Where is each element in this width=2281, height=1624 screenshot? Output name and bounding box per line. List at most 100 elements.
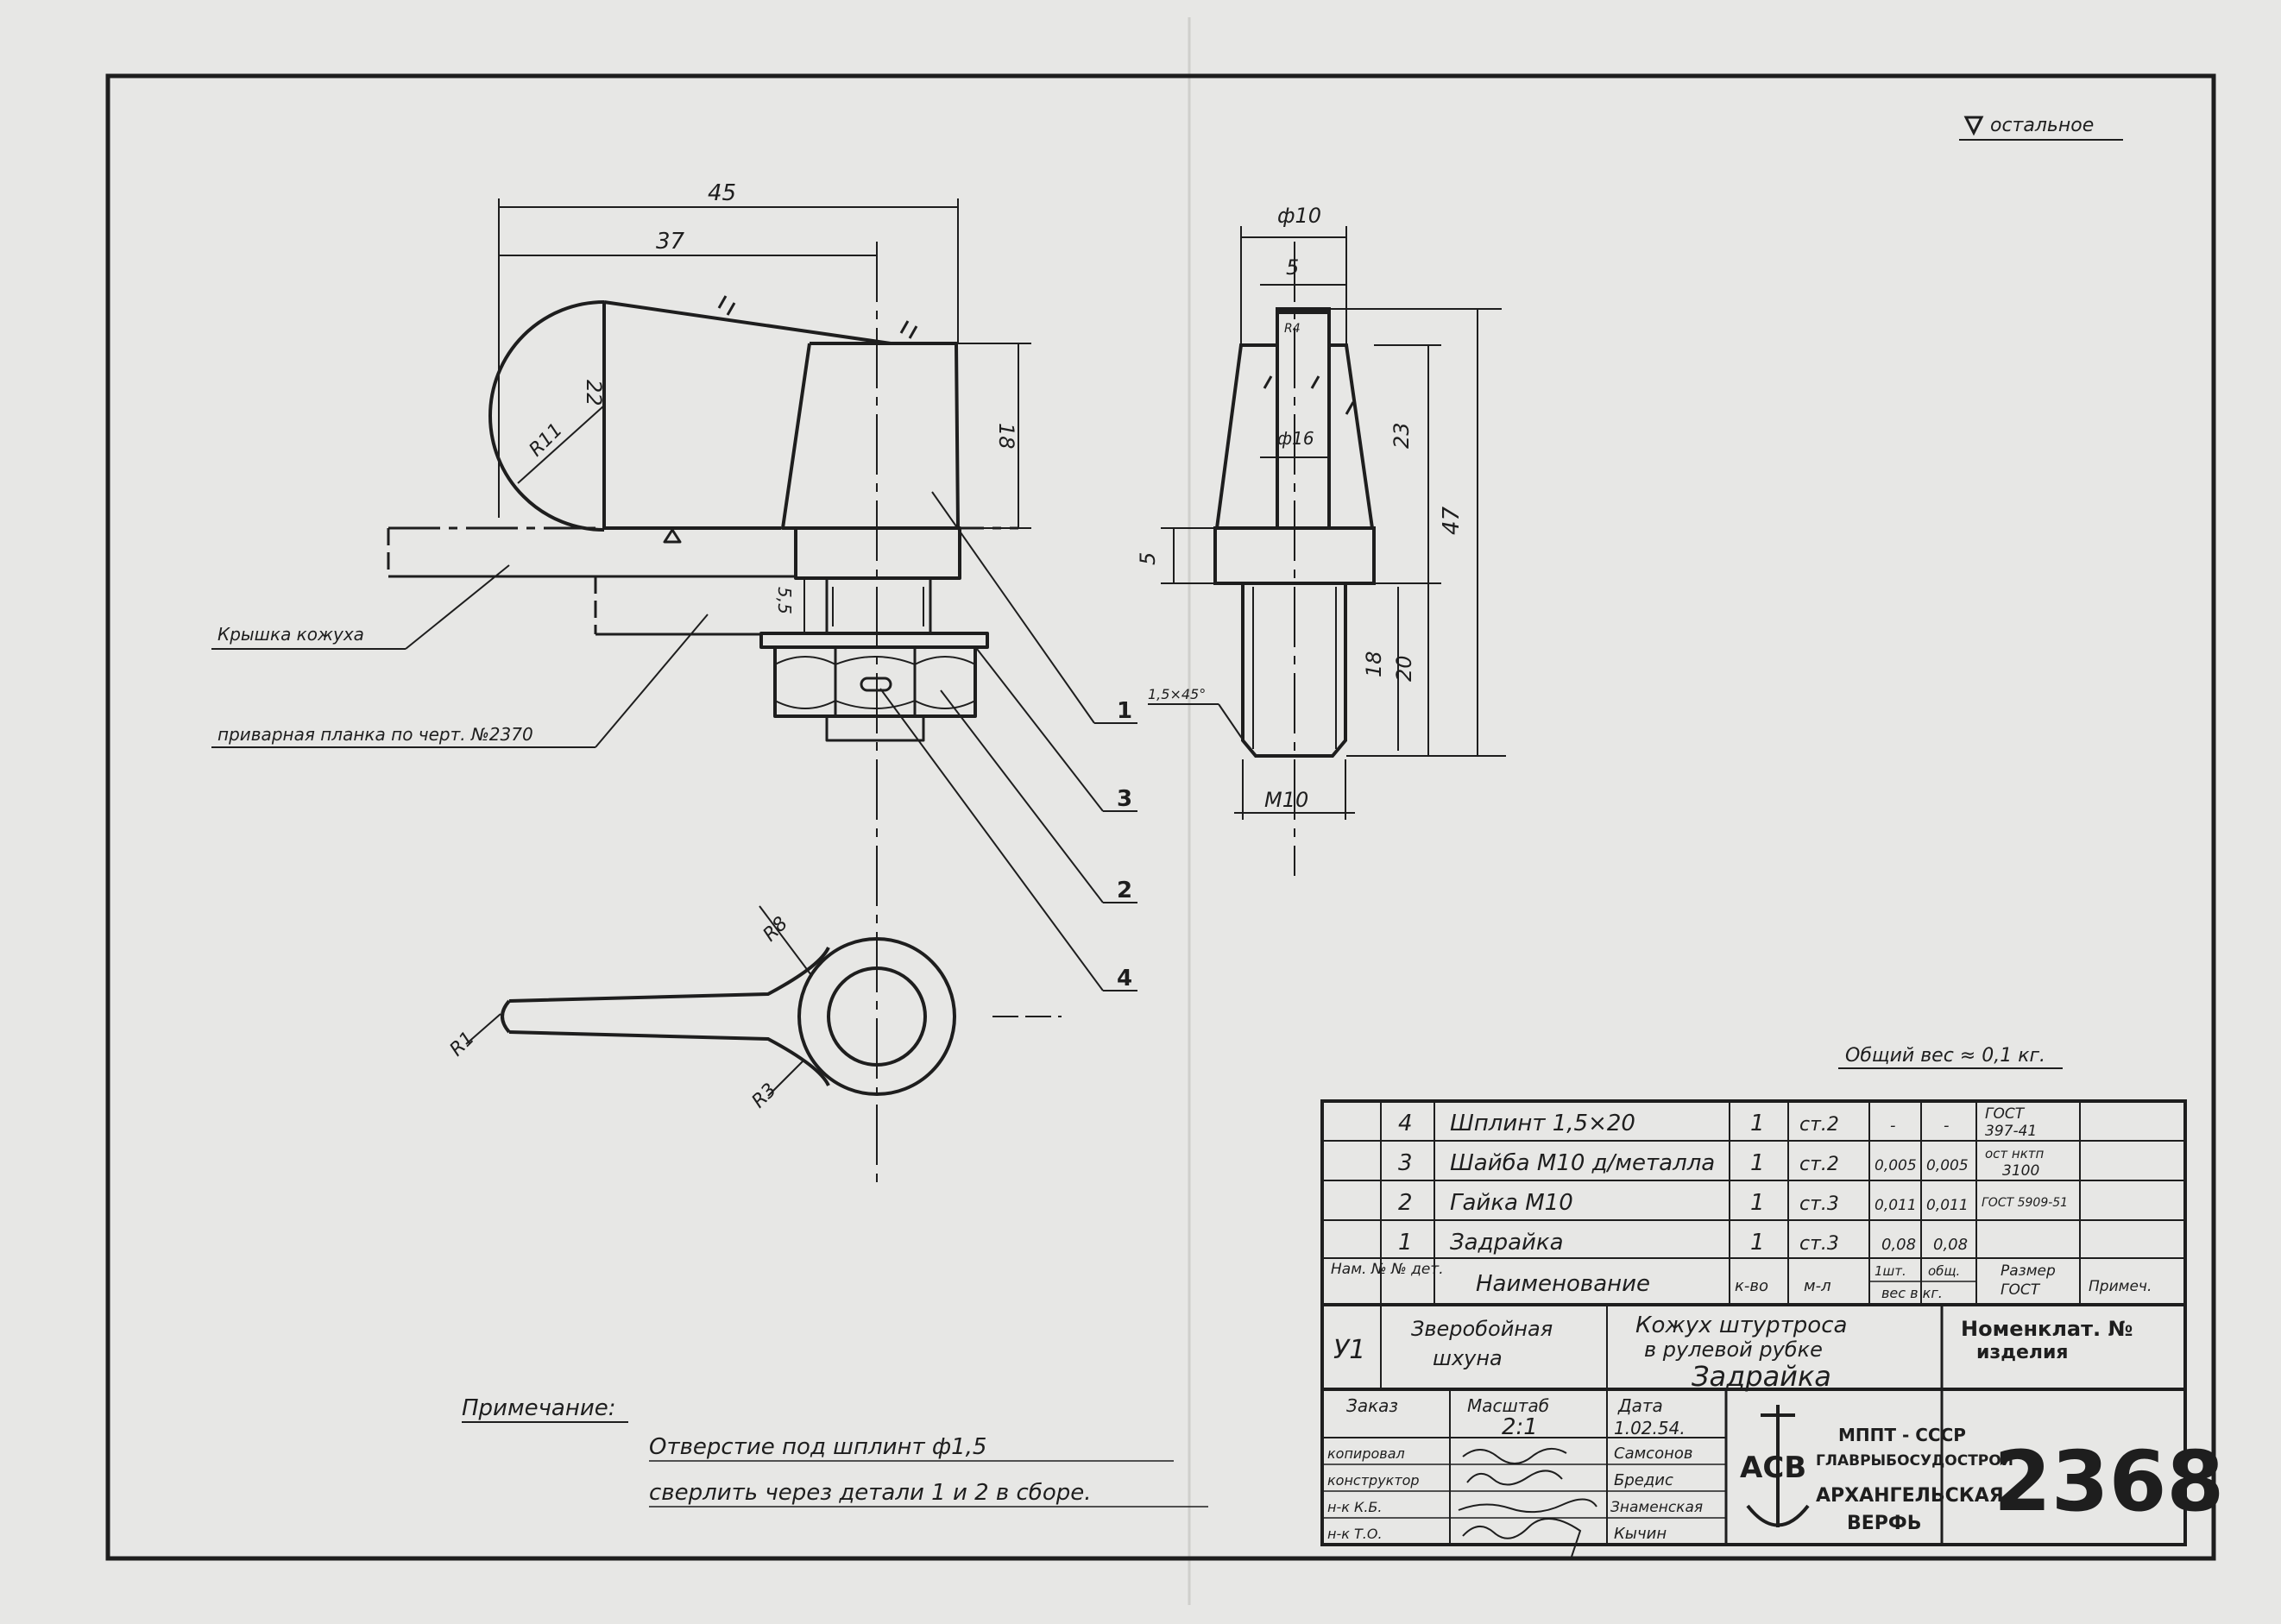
part-std1: ГОСТ 5909-51	[1982, 1196, 2068, 1210]
dim-20: 20	[1392, 655, 1416, 682]
callout-cover: Крышка кожуха	[217, 624, 364, 645]
front-view: 45 37 22 R11 18 5,5	[387, 180, 1031, 1182]
part-qty: 1	[1750, 1190, 1765, 1216]
hdr-weight: вес в кг.	[1881, 1285, 1943, 1301]
part-w2: -	[1944, 1117, 1950, 1135]
callouts: Крышка кожуха приварная планка по черт. …	[211, 491, 1137, 991]
dim-chamfer: 1,5×45°	[1148, 686, 1206, 702]
total-weight: Общий вес ≈ 0,1 кг.	[1845, 1045, 2045, 1067]
dim-phi16: ф16	[1277, 428, 1314, 449]
hdr-size: Размер	[2001, 1262, 2056, 1280]
roughness-text: остальное	[1990, 115, 2094, 136]
part-name: Шплинт 1,5×20	[1450, 1111, 1635, 1136]
dim-47: 47	[1439, 506, 1465, 535]
part-w1: 0,08	[1881, 1236, 1916, 1254]
part-w2: 0,005	[1926, 1157, 1969, 1174]
part-mat: ст.2	[1799, 1154, 1839, 1175]
part-name: Задрайка	[1450, 1230, 1564, 1256]
role-copied: копировал	[1327, 1445, 1405, 1462]
signatures	[1458, 1447, 1597, 1558]
parts-row: 1 Задрайка 1 ст.3 0,08 0,08	[1398, 1230, 1968, 1256]
assembly-line-1: Кожух штуртроса	[1635, 1312, 1847, 1338]
part-std1: ост нктп	[1985, 1146, 2045, 1161]
parts-row: 4 Шплинт 1,5×20 1 ст.2 - - ГОСТ 397-41	[1398, 1105, 2037, 1140]
dim-m10: M10	[1264, 788, 1308, 812]
anchor-logo: АСВ	[1740, 1405, 1810, 1527]
name-head-to: Кычин	[1614, 1525, 1667, 1543]
part-mat: ст.3	[1799, 1193, 1839, 1215]
hdr-det: № дет.	[1390, 1261, 1444, 1278]
dim-18-front: 18	[994, 423, 1018, 450]
hdr-mat: м-л	[1804, 1277, 1831, 1295]
assembly-line-2: в рулевой рубке	[1644, 1338, 1823, 1362]
part-title: Задрайка	[1692, 1360, 1831, 1393]
part-w2: 0,011	[1926, 1197, 1969, 1214]
part-qty: 1	[1750, 1230, 1765, 1256]
org-line-1: МППТ - СССР	[1838, 1425, 1966, 1445]
org-line-3: АРХАНГЕЛЬСКАЯ	[1816, 1485, 2004, 1507]
hdr-gost: ГОСТ	[2001, 1281, 2041, 1299]
dim-37: 37	[656, 229, 685, 255]
part-w1: -	[1890, 1117, 1896, 1135]
scale-label: Масштаб	[1467, 1395, 1549, 1416]
part-no: 4	[1398, 1111, 1413, 1136]
parts-row: 3 Шайба М10 д/металла 1 ст.2 0,005 0,005…	[1398, 1146, 2045, 1180]
note-line-1: Отверстие под шплинт ф1,5	[649, 1434, 986, 1460]
drawing-frame	[105, 73, 2216, 1561]
dim-5-side: 5	[1136, 552, 1160, 565]
scale-value: 2:1	[1502, 1414, 1538, 1440]
part-std2: 3100	[2002, 1162, 2039, 1180]
note-line-2: сверлить через детали 1 и 2 в сборе.	[649, 1480, 1092, 1506]
callout-plate: приварная планка по черт. №2370	[217, 724, 533, 745]
callout-1: 1	[1117, 698, 1132, 724]
vessel-line-2: шхуна	[1433, 1346, 1503, 1370]
note: Примечание: Отверстие под шплинт ф1,5 св…	[462, 1395, 1208, 1508]
hdr-num: Нам. №	[1331, 1261, 1387, 1278]
part-mat: ст.2	[1799, 1114, 1839, 1136]
part-no: 1	[1398, 1230, 1413, 1256]
dim-45: 45	[708, 180, 736, 206]
dim-18-side: 18	[1362, 651, 1386, 677]
hdr-w-one: 1шт.	[1875, 1263, 1906, 1279]
vessel-line-1: Зверобойная	[1411, 1317, 1553, 1341]
note-title: Примечание:	[462, 1395, 616, 1421]
dim-phi10: ф10	[1277, 204, 1321, 228]
role-designer: конструктор	[1327, 1472, 1420, 1489]
date-label: Дата	[1617, 1395, 1663, 1416]
title-block: У1 Зверобойная шхуна Кожух штуртроса в р…	[1320, 1303, 2224, 1558]
name-copied: Самсонов	[1614, 1445, 1692, 1463]
hdr-qty: к-во	[1735, 1277, 1768, 1295]
dim-23: 23	[1389, 422, 1414, 449]
hdr-name: Наименование	[1476, 1271, 1650, 1297]
part-qty: 1	[1750, 1150, 1765, 1176]
logo-text: АСВ	[1740, 1451, 1806, 1485]
parts-table: 4 Шплинт 1,5×20 1 ст.2 - - ГОСТ 397-41 3…	[1320, 1099, 2187, 1306]
callout-4: 4	[1117, 966, 1132, 991]
order-label: Заказ	[1346, 1395, 1398, 1416]
callout-2: 2	[1117, 878, 1132, 903]
parts-row: 2 Гайка М10 1 ст.3 0,011 0,011 ГОСТ 5909…	[1398, 1190, 2068, 1216]
part-name: Гайка М10	[1450, 1190, 1573, 1216]
part-no: 2	[1398, 1190, 1413, 1216]
part-name: Шайба М10 д/металла	[1450, 1150, 1715, 1176]
role-head-to: н-к Т.О.	[1327, 1526, 1383, 1542]
hdr-w-total: общ.	[1928, 1263, 1960, 1279]
part-w1: 0,011	[1875, 1197, 1917, 1214]
part-w1: 0,005	[1875, 1157, 1917, 1174]
dim-22: 22	[582, 380, 606, 406]
date-value: 1.02.54.	[1614, 1418, 1686, 1438]
dim-5-5: 5,5	[774, 587, 795, 614]
dim-small-radius: R4	[1284, 322, 1301, 336]
role-head-kb: н-к К.Б.	[1327, 1499, 1383, 1515]
part-std1: ГОСТ	[1985, 1105, 2026, 1123]
name-designer: Бредис	[1614, 1471, 1673, 1489]
drawing-number: 2368	[1994, 1433, 2224, 1530]
dim-5-top: 5	[1286, 255, 1299, 280]
name-head-kb: Знаменская	[1610, 1499, 1703, 1516]
org-line-2: ГЛАВРЫБОСУДОСТРОЙ	[1816, 1451, 2013, 1470]
side-view: ф10 5 ф16 R4 23 47 18 20 5 M10 1,5×45°	[1136, 204, 1506, 876]
roughness-symbol: остальное	[1959, 115, 2123, 141]
nomencl-line-2: изделия	[1976, 1342, 2069, 1363]
